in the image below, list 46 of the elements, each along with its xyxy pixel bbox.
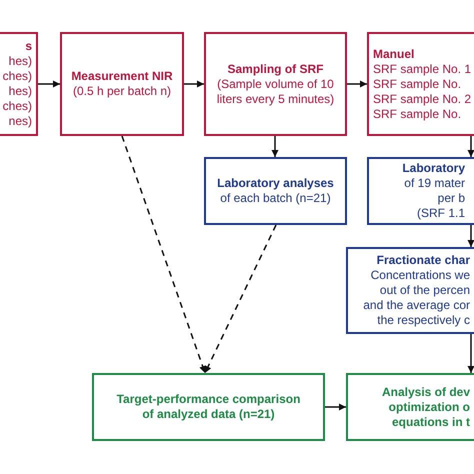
box-text: SRF sample No. 2	[373, 92, 472, 106]
arrow	[184, 80, 204, 88]
box-text: and the average cor	[363, 298, 470, 313]
box-text: per b	[438, 191, 465, 206]
arrow	[468, 225, 474, 247]
arrow	[121, 136, 206, 374]
box-heading: Analysis of dev	[382, 384, 470, 400]
box-heading: Laboratory	[402, 161, 465, 176]
box-text: ches)	[2, 99, 32, 114]
arrow	[325, 404, 346, 410]
process-box	[204, 157, 347, 225]
process-box	[346, 247, 474, 334]
process-box	[346, 373, 474, 441]
box-text: (SRF 1.1	[416, 206, 465, 221]
box-heading: Sampling of SRF	[228, 62, 324, 76]
box-heading: Laboratory analyses	[217, 176, 334, 191]
box-heading: Target-performance comparison of analyzed data (n=21)	[116, 392, 301, 422]
box-text: hes)	[8, 54, 32, 69]
process-box	[92, 373, 325, 441]
box-heading: optimization o	[388, 400, 470, 414]
box-heading: equations in t	[392, 414, 470, 430]
box-text: out of the percen	[380, 283, 470, 298]
process-box	[60, 32, 184, 136]
box-text: (Sample volume of 10 liters every 5 minutes)	[216, 76, 336, 106]
arrow	[272, 136, 278, 157]
box-heading: Fractionate char	[376, 253, 470, 268]
box-text: nes)	[8, 114, 32, 129]
box-text: SRF sample No.	[373, 76, 462, 92]
box-text: Concentrations we	[370, 268, 470, 283]
box-text: the respectively c	[377, 313, 470, 328]
box-text: of 19 mater	[404, 176, 465, 191]
box-text: SRF sample No. 1	[373, 62, 472, 76]
arrow	[468, 334, 474, 373]
box-heading: Measurement NIR	[71, 69, 173, 84]
box-heading: Manuel	[373, 46, 414, 62]
arrow	[347, 80, 367, 88]
box-heading: s	[25, 39, 32, 54]
arrow	[204, 224, 277, 374]
process-box	[204, 32, 347, 136]
box-text: hes)	[8, 84, 32, 99]
arrow	[468, 136, 474, 157]
box-text: of each batch (n=21)	[220, 191, 331, 206]
box-text: (0.5 h per batch n)	[72, 84, 172, 99]
arrow	[38, 80, 60, 88]
box-text: ches)	[2, 69, 32, 84]
box-text: SRF sample No.	[373, 106, 462, 122]
